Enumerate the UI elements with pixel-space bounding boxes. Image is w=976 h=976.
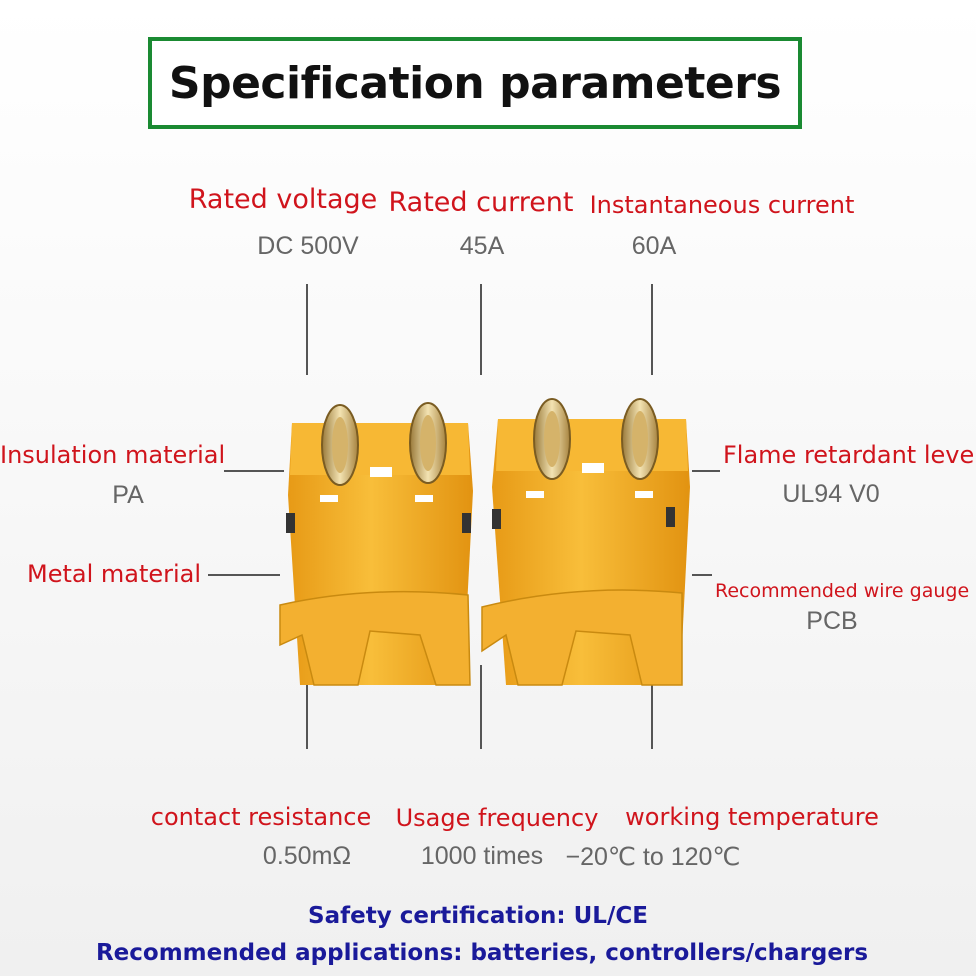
connector-illustration [279, 398, 690, 686]
contact-resistance-label: contact resistance [150, 803, 372, 831]
leader-line-wire [692, 574, 712, 576]
leader-line-voltage [306, 284, 308, 375]
leader-line-frequency [480, 665, 482, 749]
page-title: Specification parameters [168, 57, 782, 109]
rated-voltage-value: DC 500V [257, 232, 359, 260]
right-connector [481, 398, 690, 686]
insulation-material-value: PA [112, 481, 144, 509]
wire-gauge-value: PCB [806, 607, 858, 635]
wire-gauge-label: Recommended wire gauge [715, 580, 970, 602]
rated-current-value: 45A [459, 232, 505, 260]
leader-line-current [480, 284, 482, 375]
leader-line-insulation [224, 470, 284, 472]
instantaneous-current-label: Instantaneous current [589, 191, 855, 219]
leader-line-instantaneous [651, 284, 653, 375]
metal-material-label: Metal material [27, 560, 202, 588]
insulation-material-label: Insulation material [0, 441, 226, 469]
rated-current-label: Rated current [388, 187, 574, 218]
working-temperature-label: working temperature [625, 803, 879, 831]
leader-line-resistance [306, 665, 308, 749]
leader-line-metal [208, 574, 280, 576]
usage-frequency-label: Usage frequency [395, 804, 599, 832]
working-temperature-value: −20℃ to 120℃ [565, 843, 741, 871]
contact-resistance-value: 0.50mΩ [262, 842, 352, 870]
instantaneous-current-value: 60A [631, 232, 677, 260]
recommended-applications: Recommended applications: batteries, con… [95, 940, 869, 966]
usage-frequency-value: 1000 times [420, 842, 544, 870]
left-connector [279, 402, 473, 686]
rated-voltage-label: Rated voltage [188, 184, 378, 215]
flame-retardant-value: UL94 V0 [782, 480, 880, 508]
flame-retardant-label: Flame retardant level [723, 441, 976, 469]
leader-line-temperature [651, 665, 653, 749]
title-box: Specification parameters [148, 37, 802, 129]
leader-line-flame [692, 470, 720, 472]
safety-certification: Safety certification: UL/CE [308, 903, 648, 929]
